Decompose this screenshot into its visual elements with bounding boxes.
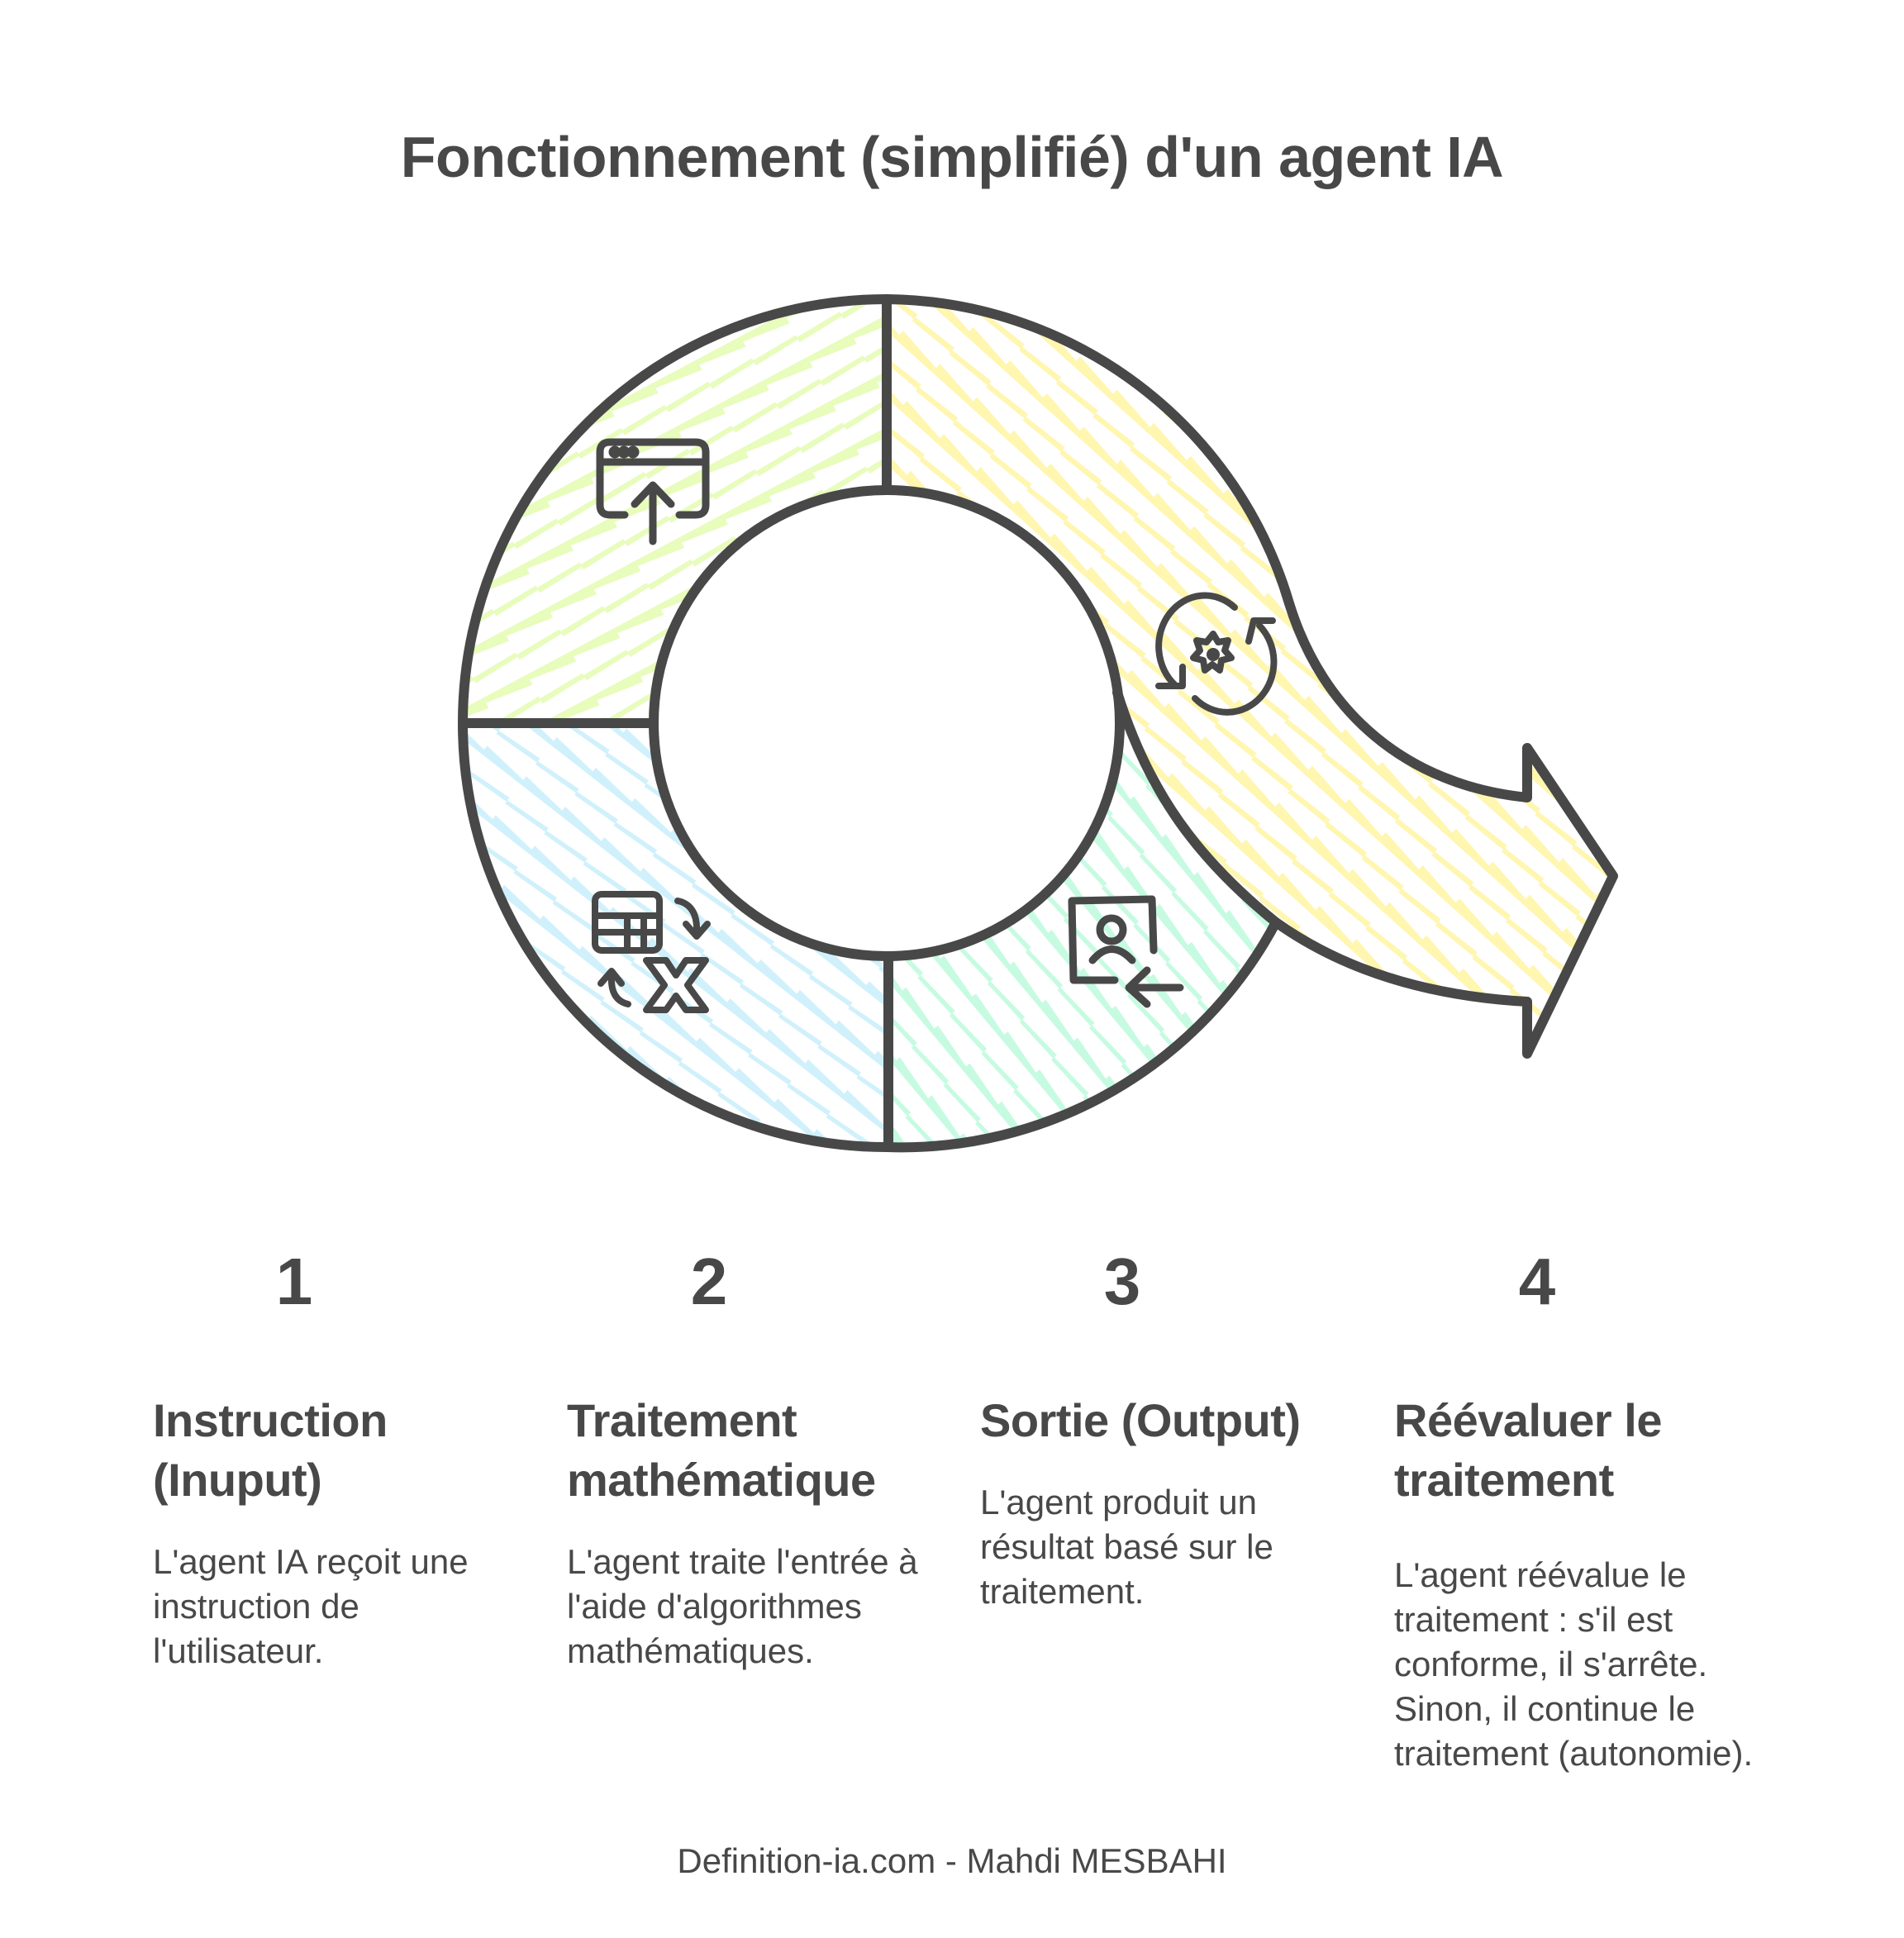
- segment-processing: [463, 723, 887, 1147]
- segment-reevaluate-arrow: [887, 299, 1613, 1054]
- segment-output: [887, 693, 1276, 1148]
- step-number-3: 3: [1103, 1245, 1141, 1318]
- inner-circle-outline: [649, 485, 1125, 961]
- footer-credit: Definition-ia.com - Mahdi MESBAHI: [677, 1841, 1227, 1880]
- step-1-description: L'agent IA reçoit une instruction de l'u…: [153, 1542, 469, 1670]
- gear-cycle-icon: [1155, 592, 1278, 716]
- step-4: Réévaluer le traitement L'agent réévalue…: [1394, 1391, 1783, 1776]
- step-4-description: L'agent réévalue le traitement : s'il es…: [1394, 1555, 1754, 1773]
- user-return-icon: [1068, 895, 1184, 1008]
- step-3: Sortie (Output) L'agent produit un résul…: [980, 1391, 1368, 1614]
- step-4-title: Réévaluer le traitement: [1394, 1394, 1662, 1506]
- spreadsheet-formula-icon: [592, 891, 711, 1013]
- step-2-title: Traitement mathématique: [567, 1394, 876, 1506]
- browser-upload-icon: [596, 438, 710, 545]
- diagram-title: Fonctionnement (simplifié) d'un agent IA: [400, 125, 1504, 189]
- step-1: Instruction (Inuput) L'agent IA reçoit u…: [153, 1391, 541, 1674]
- step-2-description: L'agent traite l'entrée à l'aide d'algor…: [567, 1542, 918, 1670]
- step-2: Traitement mathématique L'agent traite l…: [567, 1391, 955, 1674]
- segment-instruction: [463, 299, 887, 723]
- step-1-title: Instruction (Inuput): [153, 1394, 388, 1506]
- outer-ring-outline: [458, 294, 1281, 1153]
- step-number-4: 4: [1518, 1245, 1556, 1318]
- arrow-upper-edge: [882, 294, 1618, 1059]
- step-number-2: 2: [690, 1245, 728, 1318]
- step-3-title: Sortie (Output): [980, 1394, 1301, 1446]
- step-number-1: 1: [275, 1245, 313, 1318]
- step-3-description: L'agent produit un résultat basé sur le …: [980, 1483, 1273, 1611]
